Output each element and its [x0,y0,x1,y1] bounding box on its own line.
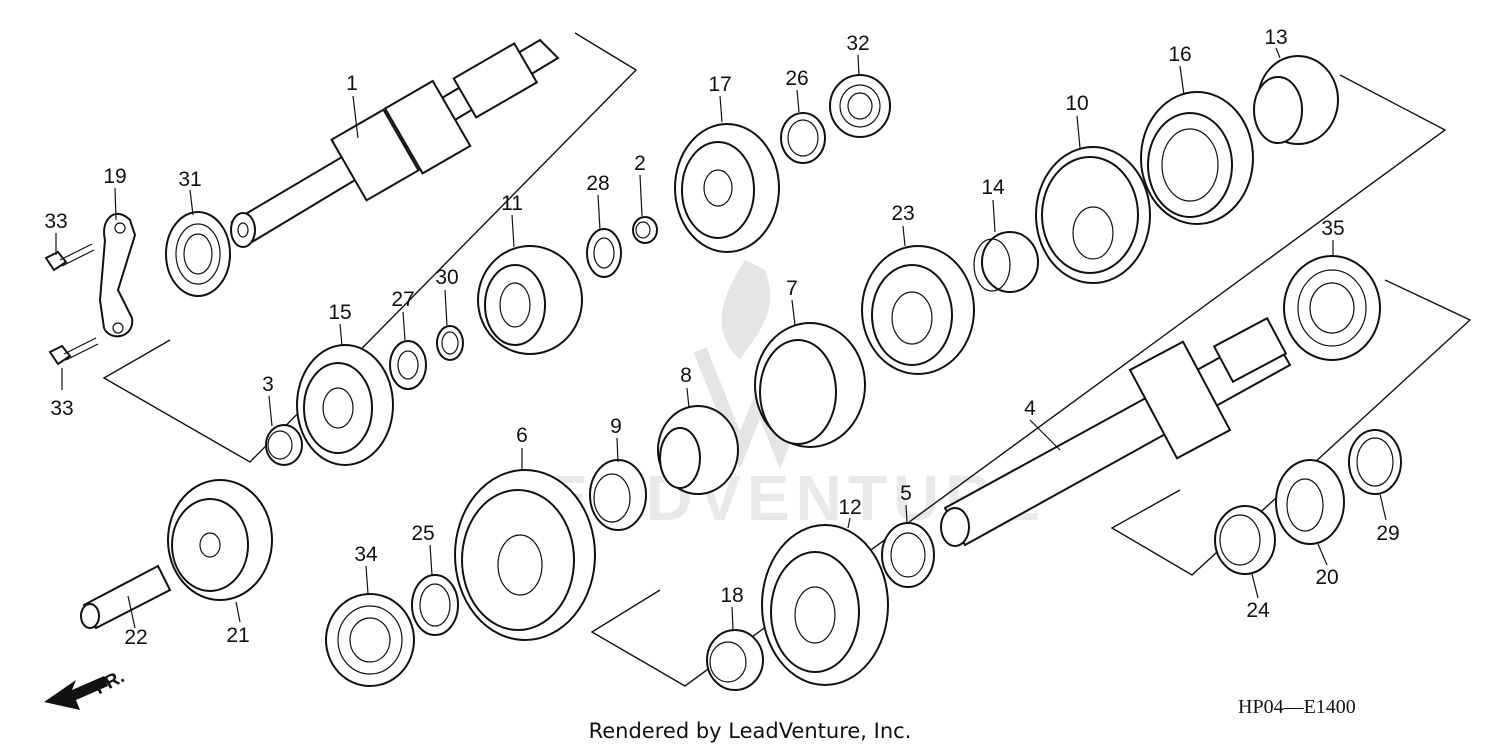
countershaft-part-4[interactable] [940,316,1292,547]
part-label-23[interactable]: 23 [891,202,914,225]
gear-part-13[interactable] [1253,55,1339,145]
washer-part-25[interactable] [411,574,459,636]
hub-part-14[interactable] [973,231,1039,293]
part-label-8[interactable]: 8 [680,364,692,387]
part-label-13[interactable]: 13 [1264,26,1287,49]
bushing-part-3[interactable] [265,424,303,466]
part-label-14[interactable]: 14 [981,176,1005,199]
gear-part-16[interactable] [1140,91,1254,225]
part-label-33-upper[interactable]: 33 [44,210,67,233]
part-label-26[interactable]: 26 [785,67,808,90]
washer-part-28[interactable] [586,228,622,278]
gear-part-17[interactable] [674,123,780,253]
washer-part-29[interactable] [1348,429,1402,495]
front-direction-arrow: FR. [44,666,128,710]
part-label-17[interactable]: 17 [708,73,731,96]
washer-part-5[interactable] [881,522,935,588]
bolt-part-33-lower[interactable] [48,337,99,366]
gear-part-21[interactable] [167,479,273,601]
bearing-part-31[interactable] [165,211,231,297]
part-label-5[interactable]: 5 [900,482,912,505]
direction-label: FR. [91,666,128,699]
part-label-28[interactable]: 28 [586,172,609,195]
gear-part-20[interactable] [1275,459,1345,545]
part-label-2[interactable]: 2 [634,152,646,175]
part-label-7[interactable]: 7 [786,277,798,300]
part-label-16[interactable]: 16 [1168,43,1191,66]
part-label-35[interactable]: 35 [1321,217,1344,240]
part-label-6[interactable]: 6 [516,424,528,447]
part-label-4[interactable]: 4 [1024,397,1036,420]
washer-part-24[interactable] [1214,505,1276,575]
part-label-11[interactable]: 11 [501,192,523,215]
part-label-34[interactable]: 34 [354,543,378,566]
bolt-part-33-upper[interactable] [44,243,95,272]
arrow-icon [44,676,108,710]
gear-part-15[interactable] [296,344,394,466]
bearing-part-32[interactable] [829,74,891,138]
footer-credit: Rendered by LeadVenture, Inc. [589,719,912,743]
gear-part-6[interactable] [454,469,596,641]
bearing-part-35[interactable] [1283,255,1381,361]
bushing-part-9[interactable] [589,459,647,531]
shaft-pin-part-22[interactable] [80,564,172,630]
part-label-10[interactable]: 10 [1065,92,1088,115]
assembly-guide-lines [102,32,1472,687]
part-label-20[interactable]: 20 [1315,566,1338,589]
bushing-part-18[interactable] [706,629,764,691]
part-label-32[interactable]: 32 [846,32,869,55]
bushing-part-2[interactable] [632,216,658,244]
part-label-31[interactable]: 31 [178,168,201,191]
part-label-29[interactable]: 29 [1376,522,1399,545]
part-label-30[interactable]: 30 [435,266,458,289]
mainshaft-part-1[interactable] [230,38,560,248]
part-label-25[interactable]: 25 [411,522,434,545]
part-label-18[interactable]: 18 [720,584,743,607]
gear-part-10[interactable] [1035,146,1151,284]
part-label-19[interactable]: 19 [103,165,126,188]
bearing-part-34[interactable] [325,593,415,687]
part-label-3[interactable]: 3 [262,373,274,396]
splined-washer-part-27[interactable] [389,340,427,390]
diagram-code: HP04—E1400 [1238,696,1356,718]
leader-lines [55,47,1387,631]
gear-part-11[interactable] [477,245,583,355]
part-label-22[interactable]: 22 [124,626,147,649]
part-label-9[interactable]: 9 [610,415,622,438]
part-label-12[interactable]: 12 [838,496,861,519]
gear-part-7[interactable] [754,322,866,448]
part-label-15[interactable]: 15 [328,301,351,324]
gear-part-8[interactable] [657,405,739,495]
washer-part-26[interactable] [780,112,826,164]
circlip-part-30[interactable] [436,325,464,361]
part-label-1[interactable]: 1 [346,72,358,95]
part-label-33-lower[interactable]: 33 [50,397,73,420]
gear-part-23[interactable] [861,245,975,375]
part-label-24[interactable]: 24 [1246,599,1270,622]
setting-plate-part-19[interactable] [98,212,137,338]
gear-part-12[interactable] [761,524,889,686]
part-label-21[interactable]: 21 [226,624,249,647]
part-labels: 1 2 3 4 5 6 7 8 9 10 11 12 13 14 15 16 1… [44,26,1399,649]
part-label-27[interactable]: 27 [391,288,414,311]
